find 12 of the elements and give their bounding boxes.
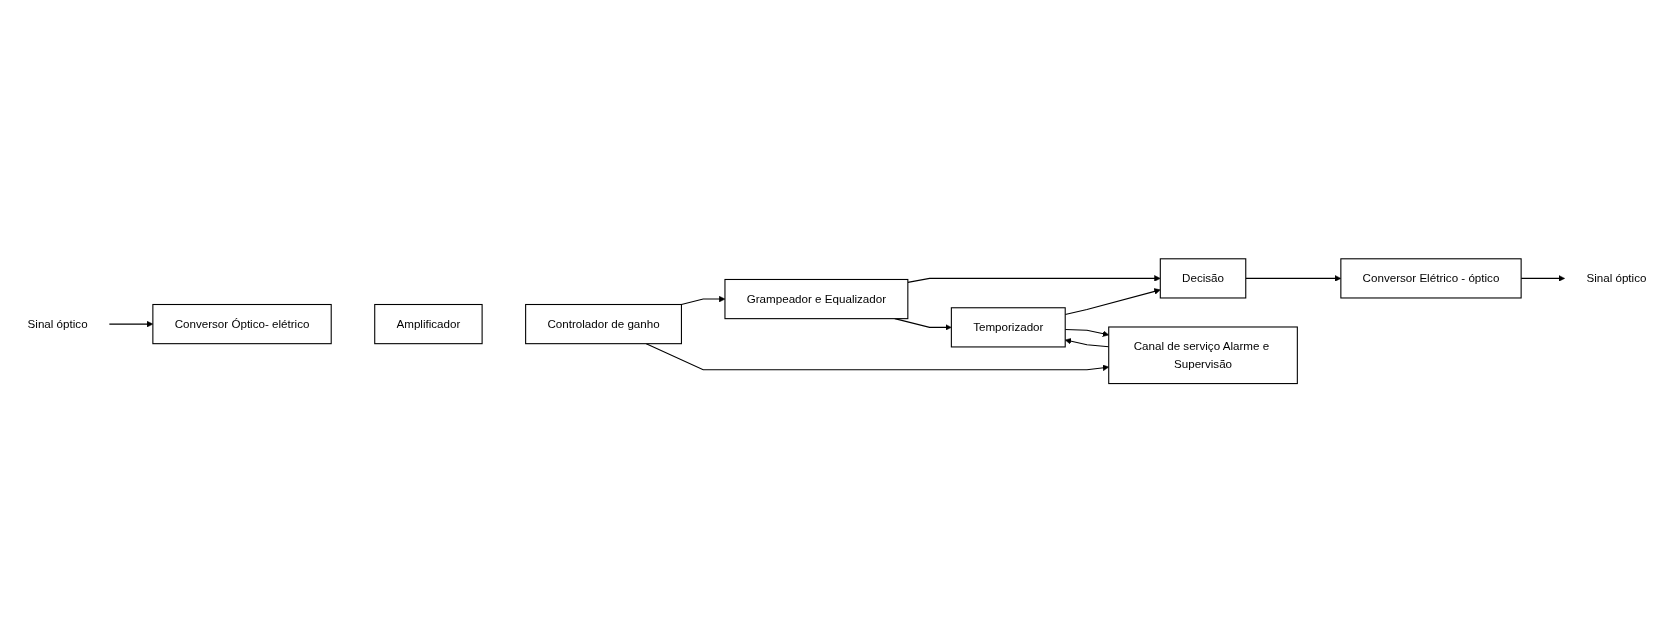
node-box: Canal de serviço Alarme e Supervisão: [1108, 326, 1298, 385]
node-box: Controlador de ganho: [525, 304, 682, 345]
node-box: Decisão: [1159, 258, 1247, 299]
node-box: Conversor Elétrico - óptico: [1340, 258, 1522, 299]
node-box: Grampeador e Equalizador: [724, 279, 909, 320]
node-box: Conversor Óptico- elétrico: [152, 304, 332, 345]
node-box: Temporizador: [950, 307, 1066, 348]
node-text: Sinal óptico: [1586, 272, 1647, 285]
arrow: [907, 275, 1161, 284]
node-text: Sinal óptico: [27, 317, 88, 331]
node-box: Amplificador: [374, 304, 483, 345]
arrow: [645, 343, 1109, 372]
